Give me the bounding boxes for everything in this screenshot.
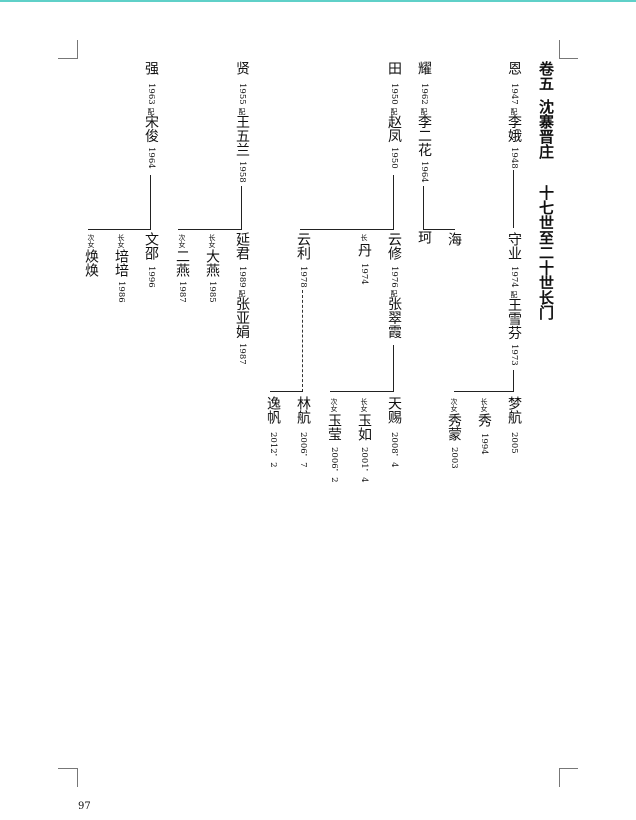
branch-label: 十七世至二十世长门: [537, 185, 555, 320]
person-peipei: 长女培培1986: [113, 234, 129, 303]
person-huanhuan: 次女焕焕: [83, 234, 99, 277]
bracket-xian: [178, 229, 242, 230]
connector-xian: [241, 186, 242, 229]
person-xiu: 长女秀1994: [476, 398, 492, 455]
person-yunxiu: 云修1976配张翠霞: [386, 232, 402, 339]
crop-mark-top-right: [559, 58, 578, 59]
connector-shouye: [513, 370, 514, 392]
crop-mark-bottom-left: [58, 768, 77, 769]
person-eryan: 次女二燕1987: [174, 234, 190, 303]
connector-qiang: [150, 175, 151, 229]
crop-mark-bottom-right: [559, 768, 578, 769]
person-linhang: 林航2006．7: [295, 396, 311, 468]
crop-mark-bottom-left-v: [77, 768, 78, 787]
person-yuru: 长女玉如2001．4: [356, 398, 372, 483]
bracket-qiang: [88, 229, 151, 230]
person-shouye: 守业1974配王雪芬1973: [506, 232, 522, 366]
person-yifan: 逸帆2012．2: [265, 396, 281, 468]
place-label: 沈寨晋庄: [537, 99, 555, 159]
connector-yunli-dashed: [302, 290, 303, 392]
connector-tian: [393, 175, 394, 229]
bracket-yao: [423, 229, 455, 230]
person-dan: 长丹1974: [356, 234, 372, 285]
person-dayan: 长女大燕1985: [204, 234, 220, 303]
person-tian: 田1950配赵凤1950: [386, 61, 402, 169]
bracket-yunxiu: [330, 391, 394, 392]
bracket-yunli: [270, 391, 303, 392]
page-number: 97: [78, 801, 91, 812]
volume-label: 卷五: [537, 61, 555, 91]
person-yuying: 次女玉莹2006．2: [326, 398, 342, 483]
person-yao: 耀1962配李二花1964: [416, 61, 432, 183]
crop-mark-bottom-right-v: [559, 768, 560, 787]
connector-en: [513, 170, 514, 228]
crop-mark-top-right-v: [559, 40, 560, 59]
person-tianci: 天赐2008．4: [386, 396, 402, 468]
person-yanjun: 延君1989配张亚娟1987: [234, 232, 250, 365]
person-qiang: 强1963配宋俊1964: [143, 61, 159, 169]
crop-mark-top-left-v: [77, 40, 78, 59]
bracket-shouye: [454, 391, 514, 392]
person-hai: 海: [446, 232, 462, 246]
person-en: 恩1947配李娥1948: [506, 61, 522, 169]
page-top-border: [0, 0, 636, 2]
bracket-tian: [300, 229, 394, 230]
person-ke: 珂: [416, 230, 432, 244]
person-wenshao: 文邵1996: [143, 232, 159, 288]
crop-mark-top-left: [58, 58, 77, 59]
person-menghang: 梦航2005: [506, 396, 522, 454]
connector-yao: [423, 186, 424, 230]
person-xiumeng: 次女秀蒙2003: [446, 398, 462, 469]
connector-yunxiu: [393, 345, 394, 392]
page-header: 卷五沈寨晋庄十七世至二十世长门: [537, 61, 555, 320]
person-xian: 贤1955配王五兰1958: [234, 61, 250, 183]
person-yunli: 云利1978: [295, 232, 311, 288]
